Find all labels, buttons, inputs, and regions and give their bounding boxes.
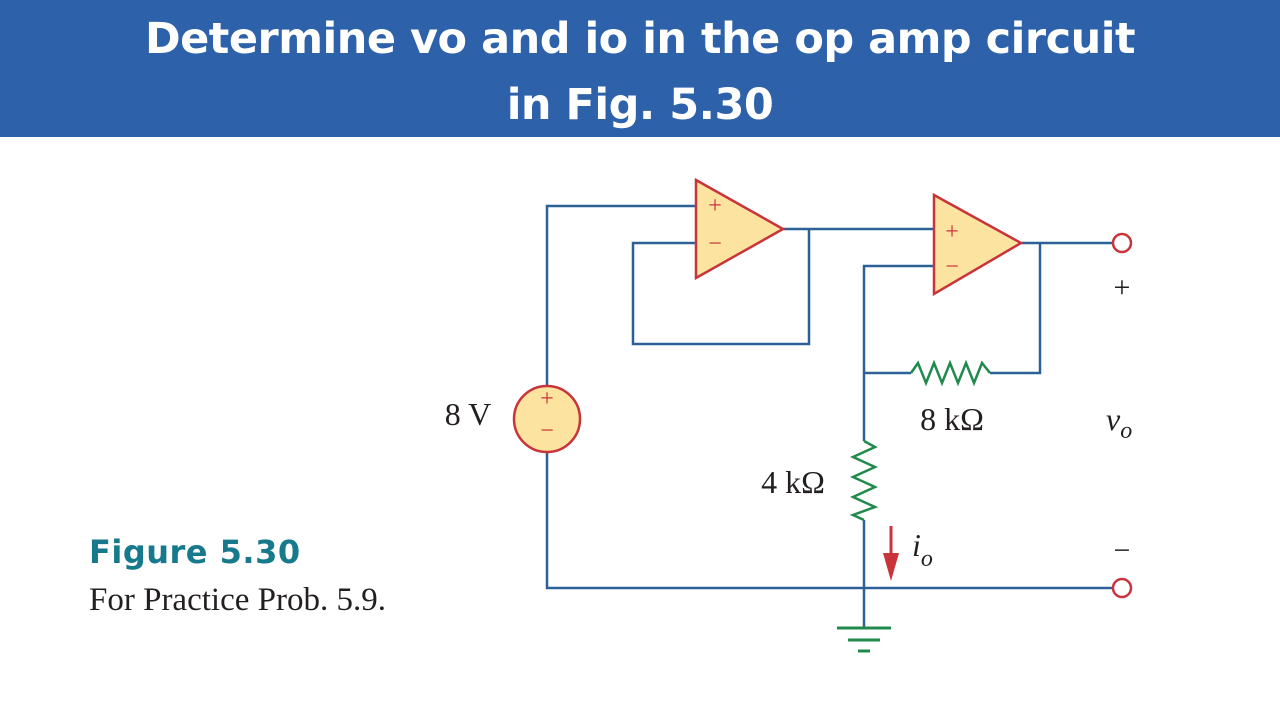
output-plus-sign: + [1114, 271, 1131, 304]
opamp-2-minus: − [945, 254, 959, 280]
wire-opamp1-feedback [631, 229, 811, 346]
voltage-source-minus: − [540, 418, 554, 444]
title-line-1: Determine vo and io in the op amp circui… [144, 14, 1136, 64]
opamp-2-plus: + [945, 219, 959, 245]
figure-caption: For Practice Prob. 5.9. [89, 582, 386, 618]
opamp-1-triangle [694, 177, 786, 281]
opamp-1-plus: + [708, 193, 722, 219]
wire-r8k-to-output [990, 243, 1042, 375]
voltage-source-circle [512, 384, 582, 454]
wire-source-to-bottom-rail [545, 445, 1113, 590]
voltage-source-plus: + [540, 386, 554, 412]
output-voltage-label: vo [1106, 401, 1132, 444]
output-terminal-positive [1111, 232, 1133, 254]
opamp-1-minus: − [708, 231, 722, 257]
wire-opamp2-minus-to-node [862, 264, 933, 373]
resistor-8k-label: 8 kΩ [920, 401, 984, 437]
resistor-4k-zigzag [849, 439, 879, 522]
output-label-main: v [1106, 401, 1121, 437]
voltage-source: + − 8 V [445, 384, 582, 454]
resistor-4k: 4 kΩ [761, 439, 879, 522]
current-arrow-head [883, 553, 899, 581]
voltage-source-label: 8 V [445, 396, 492, 432]
opamp-1: + − [694, 177, 786, 281]
ground-symbol [837, 626, 891, 653]
output-minus-sign: − [1114, 534, 1131, 567]
resistor-8k-zigzag [909, 359, 991, 387]
output-terminals: + − vo [1106, 232, 1133, 599]
figure-title: Figure 5.30 [89, 533, 301, 571]
current-label: io [912, 527, 933, 572]
opamp-2-triangle [932, 192, 1024, 297]
wire-source-to-opamp1-plus [545, 204, 696, 393]
current-io: io [883, 526, 933, 581]
title-line-2: in Fig. 5.30 [506, 80, 774, 130]
resistor-8k: 8 kΩ [909, 359, 991, 437]
output-label-sub: o [1120, 418, 1132, 444]
wires [545, 204, 1113, 628]
current-label-main: i [912, 527, 921, 563]
opamp-2: + − [932, 192, 1024, 297]
current-label-sub: o [921, 546, 933, 572]
output-terminal-negative [1111, 577, 1133, 599]
resistor-4k-label: 4 kΩ [761, 464, 825, 500]
title-banner: Determine vo and io in the op amp circui… [0, 0, 1280, 137]
